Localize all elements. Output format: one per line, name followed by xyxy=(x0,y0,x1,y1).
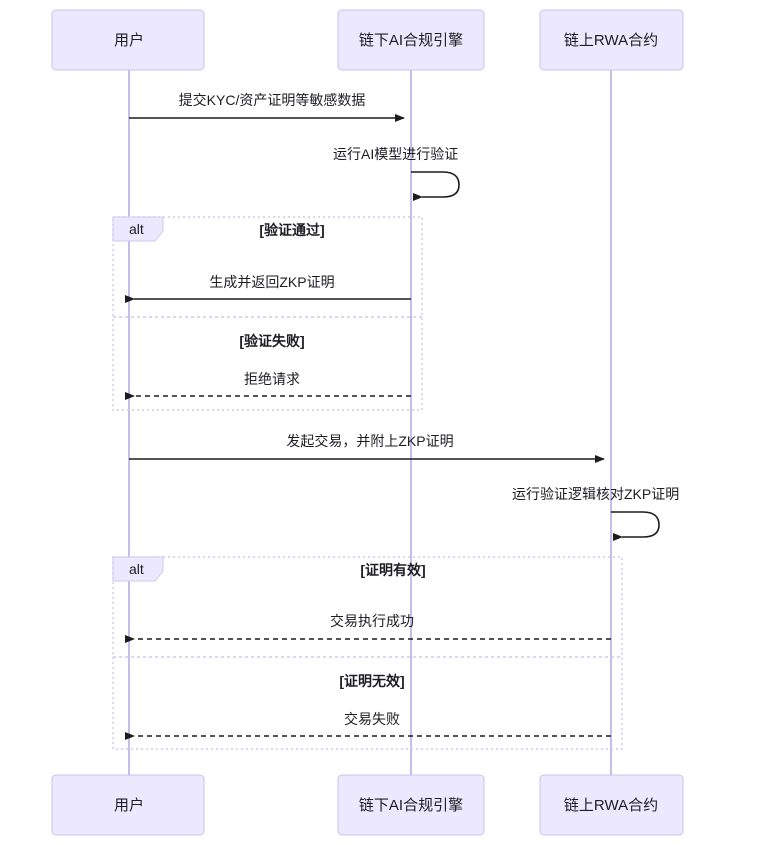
message-transaction-success: 交易执行成功 xyxy=(125,613,611,643)
message-transaction-failed: 交易失败 xyxy=(125,711,611,740)
alt-block-proof: alt [证明有效] 交易执行成功 [证明无效] 交易失败 xyxy=(112,556,623,750)
message-submit-kyc: 提交KYC/资产证明等敏感数据 xyxy=(129,92,405,122)
participant-label-rwa-contract-footer: 链上RWA合约 xyxy=(564,797,658,814)
participant-footer-ai-engine[interactable]: 链下AI合规引擎 xyxy=(337,774,485,836)
participant-footer-rwa-contract[interactable]: 链上RWA合约 xyxy=(539,774,684,836)
alt-tag-label-proof: alt xyxy=(129,561,144,577)
alt-tag-label-verification: alt xyxy=(129,221,144,237)
participant-header-user[interactable]: 用户 xyxy=(51,9,205,71)
lifelines-group xyxy=(128,70,612,775)
message-selfloop-run-ai-model xyxy=(411,171,460,201)
alt-block-verification: alt [验证通过] 生成并返回ZKP证明 [验证失败] 拒绝请求 xyxy=(112,216,423,411)
alt-condition-proof-invalid: [证明无效] xyxy=(339,673,404,689)
participant-label-user-footer: 用户 xyxy=(114,797,144,814)
message-label-transaction-success: 交易执行成功 xyxy=(330,613,414,629)
participant-header-rwa-contract[interactable]: 链上RWA合约 xyxy=(539,9,684,71)
message-run-ai-model: 运行AI模型进行验证 xyxy=(333,146,460,201)
participant-header-ai-engine[interactable]: 链下AI合规引擎 xyxy=(337,9,485,71)
participant-box-rwa-contract-footer[interactable] xyxy=(539,774,684,836)
participant-box-user-footer[interactable] xyxy=(51,774,205,836)
participant-box-user[interactable] xyxy=(51,9,205,71)
message-label-reject-request: 拒绝请求 xyxy=(244,371,300,387)
participant-label-ai-engine: 链下AI合规引擎 xyxy=(359,32,463,49)
participant-label-ai-engine-footer: 链下AI合规引擎 xyxy=(359,797,463,814)
message-initiate-transaction: 发起交易，并附上ZKP证明 xyxy=(129,433,605,463)
message-label-return-zkp: 生成并返回ZKP证明 xyxy=(209,274,334,290)
participant-box-ai-engine-footer[interactable] xyxy=(337,774,485,836)
message-label-transaction-failed: 交易失败 xyxy=(344,711,400,727)
message-label-submit-kyc: 提交KYC/资产证明等敏感数据 xyxy=(179,92,366,108)
alt-tag-shape-proof xyxy=(112,556,164,582)
message-label-run-verification-logic: 运行验证逻辑核对ZKP证明 xyxy=(512,486,679,502)
participant-label-rwa-contract: 链上RWA合约 xyxy=(564,32,658,49)
alt-frame-proof xyxy=(112,556,623,750)
message-label-run-ai-model: 运行AI模型进行验证 xyxy=(333,146,458,162)
alt-frame-verification xyxy=(112,216,423,411)
message-selfloop-run-verification-logic xyxy=(611,511,660,541)
participant-box-rwa-contract[interactable] xyxy=(539,9,684,71)
message-label-initiate-transaction: 发起交易，并附上ZKP证明 xyxy=(286,433,453,449)
alt-condition-verification-fail: [验证失败] xyxy=(239,333,304,349)
alt-tag-shape-verification xyxy=(112,216,164,242)
alt-condition-proof-valid: [证明有效] xyxy=(360,562,425,578)
participant-footer-user[interactable]: 用户 xyxy=(51,774,205,836)
message-reject-request: 拒绝请求 xyxy=(125,371,411,400)
message-return-zkp: 生成并返回ZKP证明 xyxy=(125,274,411,303)
participant-box-ai-engine[interactable] xyxy=(337,9,485,71)
alt-condition-verification-pass: [验证通过] xyxy=(259,222,324,238)
participant-label-user: 用户 xyxy=(114,32,144,49)
message-run-verification-logic: 运行验证逻辑核对ZKP证明 xyxy=(512,486,679,541)
